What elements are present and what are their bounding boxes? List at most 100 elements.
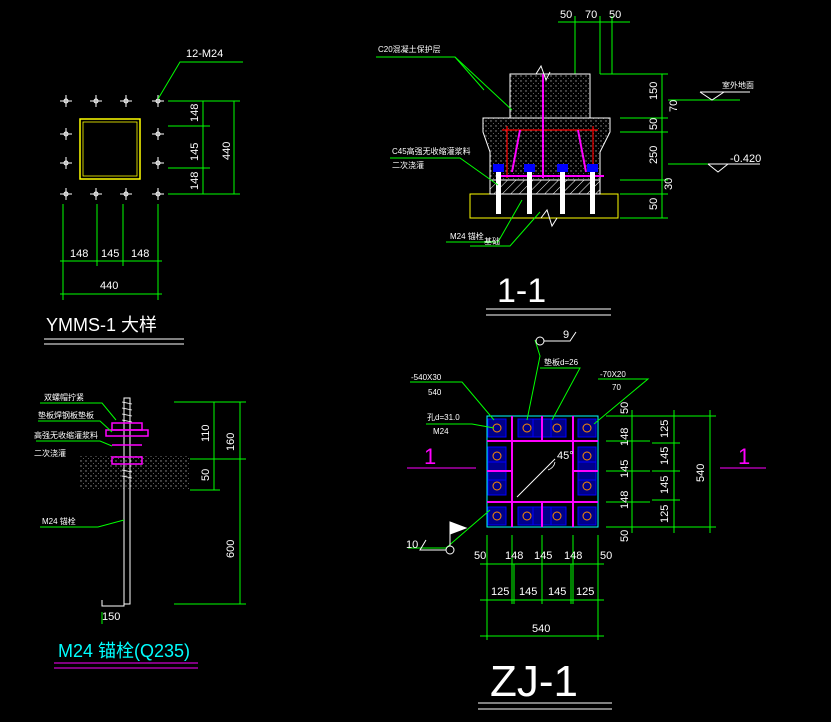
zj-title: ZJ-1 — [490, 657, 578, 706]
zj-right-total: 540 — [695, 464, 707, 482]
section-right-dimension — [600, 73, 740, 219]
zj-plate-label: -540X30 — [411, 373, 442, 382]
zj-right-dim-a-3: 148 — [619, 491, 631, 509]
bolt-cross — [152, 128, 164, 140]
ymms-title: YMMS-1 大样 — [46, 315, 157, 335]
zj-angle-label: 45° — [557, 450, 574, 462]
bolt-cross — [90, 95, 102, 107]
anchor-dimension — [101, 401, 246, 624]
zj-right-dim-b-1: 145 — [659, 447, 671, 465]
section-top-dim-0: 50 — [560, 9, 572, 21]
section-floor-label: 室外地面 — [722, 80, 754, 90]
section-right-dim-1: 70 — [668, 100, 680, 112]
zj-bottom-dim-a-4: 50 — [600, 550, 612, 562]
zj-stiff-label-b: 70 — [612, 383, 621, 392]
zj-weld-left: 10 — [406, 539, 418, 551]
zj-bottom-dim-a-0: 50 — [474, 550, 486, 562]
section-top-dim-2: 50 — [609, 9, 621, 21]
level-symbols — [699, 91, 760, 173]
zj-right-dim-a-0: 50 — [619, 402, 631, 414]
zj-hole-label-b: M24 — [433, 427, 449, 436]
section-right-dim-4: 30 — [663, 178, 675, 190]
zj-stiff-label: -70X20 — [600, 370, 626, 379]
anchor-nut-label: 双螺帽拧紧 — [44, 392, 84, 402]
zj-bottom-dim-b-3: 125 — [576, 586, 594, 598]
ymms-bottom-dimension — [60, 204, 162, 300]
zj-right-dim-a-2: 145 — [619, 460, 631, 478]
zj-bottom-dimension — [480, 535, 604, 640]
anchor-leaders — [36, 402, 125, 528]
ymms-dim-h-2: 148 — [131, 248, 149, 260]
anchor-nut — [105, 422, 149, 465]
bolt-cross — [120, 95, 132, 107]
bolt-washer — [487, 418, 507, 438]
section-right-dim-5: 50 — [648, 198, 660, 210]
anchor-dim-2: 160 — [225, 433, 237, 451]
anchor-washer-label: 垫板焊钢板垫板 — [38, 410, 94, 420]
zj-bottom-dim-b-0: 125 — [491, 586, 509, 598]
zj-bolt-washers — [487, 418, 597, 526]
section-c45-label: C45高强无收缩灌浆料 — [392, 146, 471, 156]
ymms-bolt-crosses — [60, 95, 164, 200]
anchor-bottom-dim: 150 — [102, 611, 120, 623]
column-stiffeners — [496, 74, 604, 178]
bolt-cross — [152, 157, 164, 169]
bolt-cross — [152, 188, 164, 200]
ymms-dim-v-2: 148 — [189, 172, 201, 190]
anchor-dim-0: 110 — [200, 424, 212, 442]
section-top-dim-1: 70 — [585, 9, 597, 21]
section-1-1: 50 70 50 — [376, 9, 761, 316]
ymms-dim-v-total: 440 — [221, 142, 233, 160]
zj-plate-label-b: 540 — [428, 388, 442, 397]
bolt-cross — [60, 128, 72, 140]
anchor-thread — [121, 401, 133, 479]
bolt-washer — [487, 446, 507, 466]
zj-stiffeners — [487, 416, 598, 527]
zj-right-dim-b-0: 125 — [659, 420, 671, 438]
section-c20-label: C20混凝土保护层 — [378, 44, 441, 54]
bolt-cross — [120, 188, 132, 200]
zj-bottom-dim-b-2: 145 — [548, 586, 566, 598]
anchor-title: M24 锚栓(Q235) — [58, 641, 190, 661]
bolt-washer — [547, 506, 567, 526]
ymms-dim-v-0: 148 — [189, 104, 201, 122]
ymms-right-dimension — [168, 100, 240, 195]
zj-right-dim-a-1: 148 — [619, 428, 631, 446]
ymms-bolt-label: 12-M24 — [186, 48, 223, 60]
zj-bottom-dim-a-1: 148 — [505, 550, 523, 562]
section-title: 1-1 — [497, 272, 546, 310]
section-right-dim-0: 150 — [648, 82, 660, 100]
section-level-label: -0.420 — [730, 153, 761, 165]
anchor-grout-label-b: 二次浇灌 — [34, 448, 66, 458]
zj-right-dim-b-3: 125 — [659, 505, 671, 523]
zj-weld-top: 9 — [563, 329, 569, 341]
section-leaders — [376, 56, 541, 247]
bolt-cross — [60, 188, 72, 200]
zj-hole-label: 孔d=31.0 — [427, 413, 460, 422]
zj-plan: 45° -540X30 540 孔d=31.0 M24 垫板d=26 -70X2… — [406, 329, 766, 710]
zj-bottom-total: 540 — [532, 623, 550, 635]
section-anchor-bolts — [493, 164, 598, 214]
ymms-detail: 12-M24 148 145 148 440 148 145 148 440 Y… — [44, 48, 243, 345]
bolt-cross — [60, 95, 72, 107]
section-base-label: 基础 — [484, 236, 500, 246]
bolt-washer — [487, 506, 507, 526]
zj-washer-label: 垫板d=26 — [544, 357, 579, 367]
zj-right-dimension — [606, 410, 716, 533]
section-right-dim-3: 250 — [648, 146, 660, 164]
ymms-bolt-leader — [157, 61, 243, 100]
zj-weld-symbols — [419, 331, 577, 555]
anchor-grout-label: 高强无收缩灌浆料 — [34, 430, 98, 440]
ymms-dim-h-0: 148 — [70, 248, 88, 260]
ymms-plate — [79, 118, 141, 180]
ymms-dim-h-1: 145 — [101, 248, 119, 260]
section-top-dimension — [558, 16, 630, 74]
zj-bottom-dim-a-2: 145 — [534, 550, 552, 562]
zj-right-dim-b-2: 145 — [659, 476, 671, 494]
bolt-washer — [577, 446, 597, 466]
zj-section-mark-right: 1 — [738, 444, 750, 469]
section-right-dim-2: 50 — [648, 118, 660, 130]
anchor-dim-1: 50 — [200, 469, 212, 481]
anchor-dim-3: 600 — [225, 540, 237, 558]
bolt-cross — [90, 188, 102, 200]
